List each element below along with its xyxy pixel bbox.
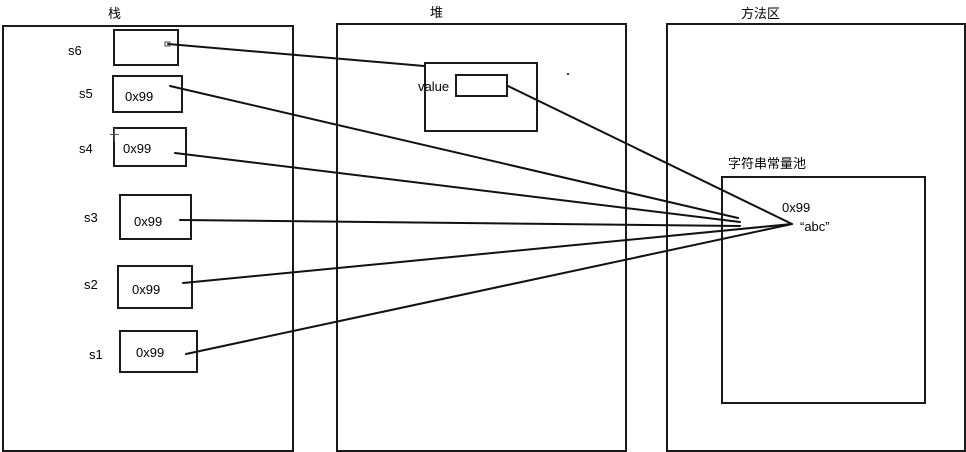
- heap-title: 堆: [430, 5, 444, 20]
- var-value-s4: 0x99: [123, 141, 152, 156]
- var-value-s2: 0x99: [132, 282, 161, 297]
- var-label-s2: s2: [84, 277, 98, 292]
- heap-object-box: [424, 62, 538, 132]
- text-cursor-mark: [114, 128, 115, 142]
- string-pool-box: [721, 176, 926, 404]
- var-value-s5: 0x99: [125, 89, 154, 104]
- var-label-s4: s4: [79, 141, 93, 156]
- ref-line-heap-to-pool: [507, 85, 793, 225]
- var-label-s3: s3: [84, 210, 98, 225]
- pool-literal: “abc”: [800, 219, 830, 234]
- text-cursor-mark-bar: [110, 134, 119, 135]
- string-pool-title: 字符串常量池: [728, 156, 807, 171]
- stack-title: 栈: [108, 6, 122, 21]
- ref-line-s5-to-pool: [169, 85, 739, 219]
- var-value-s1: 0x99: [136, 345, 165, 360]
- var-label-s5: s5: [79, 86, 93, 101]
- var-value-s3: 0x99: [134, 214, 163, 229]
- ref-line-s3-to-pool: [179, 219, 741, 227]
- var-box-s2: 0x99: [117, 265, 193, 309]
- heap-value-field: [455, 74, 508, 97]
- ref-line-s6-to-heap: [167, 43, 425, 67]
- ref-line-s1-to-pool: [185, 223, 793, 355]
- method-area-title: 方法区: [741, 6, 781, 21]
- var-label-s1: s1: [89, 347, 103, 362]
- var-box-s4: 0x99: [113, 127, 187, 167]
- ref-line-s2-to-pool: [182, 223, 793, 284]
- s6-pointer-dot: [164, 41, 171, 47]
- stray-dot: [567, 73, 569, 75]
- pool-address: 0x99: [782, 200, 811, 215]
- var-box-s3: 0x99: [119, 194, 192, 240]
- ref-line-s4-to-pool: [174, 152, 741, 223]
- var-box-s6: [113, 29, 179, 66]
- var-label-s6: s6: [68, 43, 82, 58]
- var-box-s5: 0x99: [112, 75, 183, 113]
- heap-value-label: value: [418, 79, 450, 94]
